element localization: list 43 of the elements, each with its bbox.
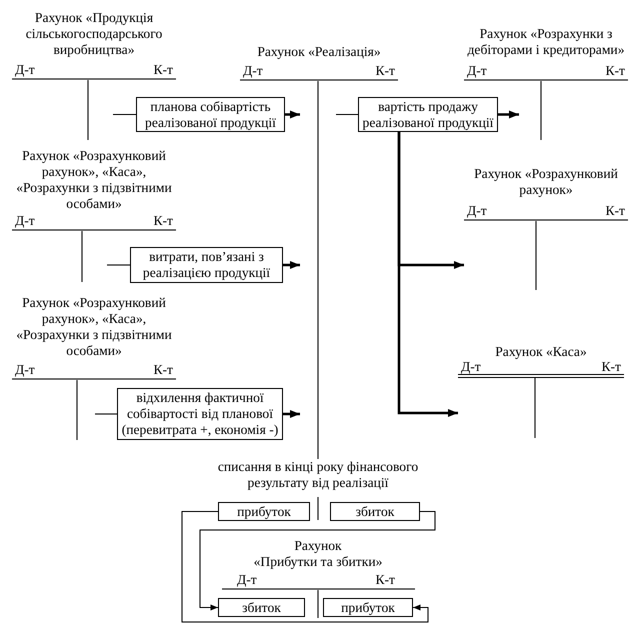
entry-box: збиток (330, 502, 420, 521)
entry-box: витрати, пов’язані з реалізацією продукції (130, 247, 283, 283)
credit-label: К-т (153, 62, 173, 78)
arrow (200, 511, 436, 610)
arrow (283, 261, 300, 269)
entry-box: збиток (218, 598, 305, 617)
debit-label: Д-т (467, 203, 487, 219)
debit-label: Д-т (243, 63, 263, 79)
arrow (285, 110, 300, 118)
credit-label: К-т (375, 572, 395, 588)
entry-box: планова собівартість реалізованої продукції (136, 97, 285, 132)
account-title: Рахунок «Розрахунковий рахунок», «Каса», «Розрахунки з підзвітними особами» (15, 295, 173, 359)
account-title: Рахунок «Реалізація» (256, 44, 382, 60)
account-title: Рахунок «Продукція сільськогосподарського виробництва» (24, 10, 164, 58)
credit-label: К-т (375, 63, 395, 79)
account-title: Рахунок «Каса» (494, 344, 588, 360)
account-title: Рахунок «Розрахунки з дебіторами і кредиторами» (466, 26, 626, 58)
arrow (398, 132, 458, 417)
entry-box: прибуток (323, 598, 413, 617)
account-title: Рахунок «Розрахунковий рахунок», «Каса», «Розрахунки з підзвітними особами» (15, 148, 173, 212)
credit-label: К-т (601, 359, 621, 375)
debit-label: Д-т (15, 62, 35, 78)
connector-line (106, 264, 130, 266)
arrow (283, 410, 300, 418)
debit-label: Д-т (461, 359, 481, 375)
connector-line (336, 114, 358, 115)
debit-label: Д-т (237, 572, 257, 588)
debit-label: Д-т (15, 213, 35, 229)
credit-label: К-т (605, 203, 625, 219)
arrow (182, 511, 428, 622)
credit-label: К-т (605, 63, 625, 79)
connector-line (112, 114, 136, 115)
credit-label: К-т (153, 213, 173, 229)
account-title: Рахунок «Розрахунковий рахунок» (473, 166, 619, 198)
credit-label: К-т (153, 362, 173, 378)
debit-label: Д-т (467, 63, 487, 79)
arrow (498, 110, 519, 118)
annotation-text: списання в кінці року фінансового результату від реалізації (216, 459, 420, 491)
entry-box: відхилення фактичної собівартості від планової (перевитрата +, економія -) (117, 388, 283, 440)
entry-box: прибуток (218, 502, 310, 521)
debit-label: Д-т (15, 362, 35, 378)
entry-box: вартість продажу реалізованої продукції (358, 97, 498, 132)
account-title: Рахунок «Прибутки та збитки» (252, 538, 384, 570)
